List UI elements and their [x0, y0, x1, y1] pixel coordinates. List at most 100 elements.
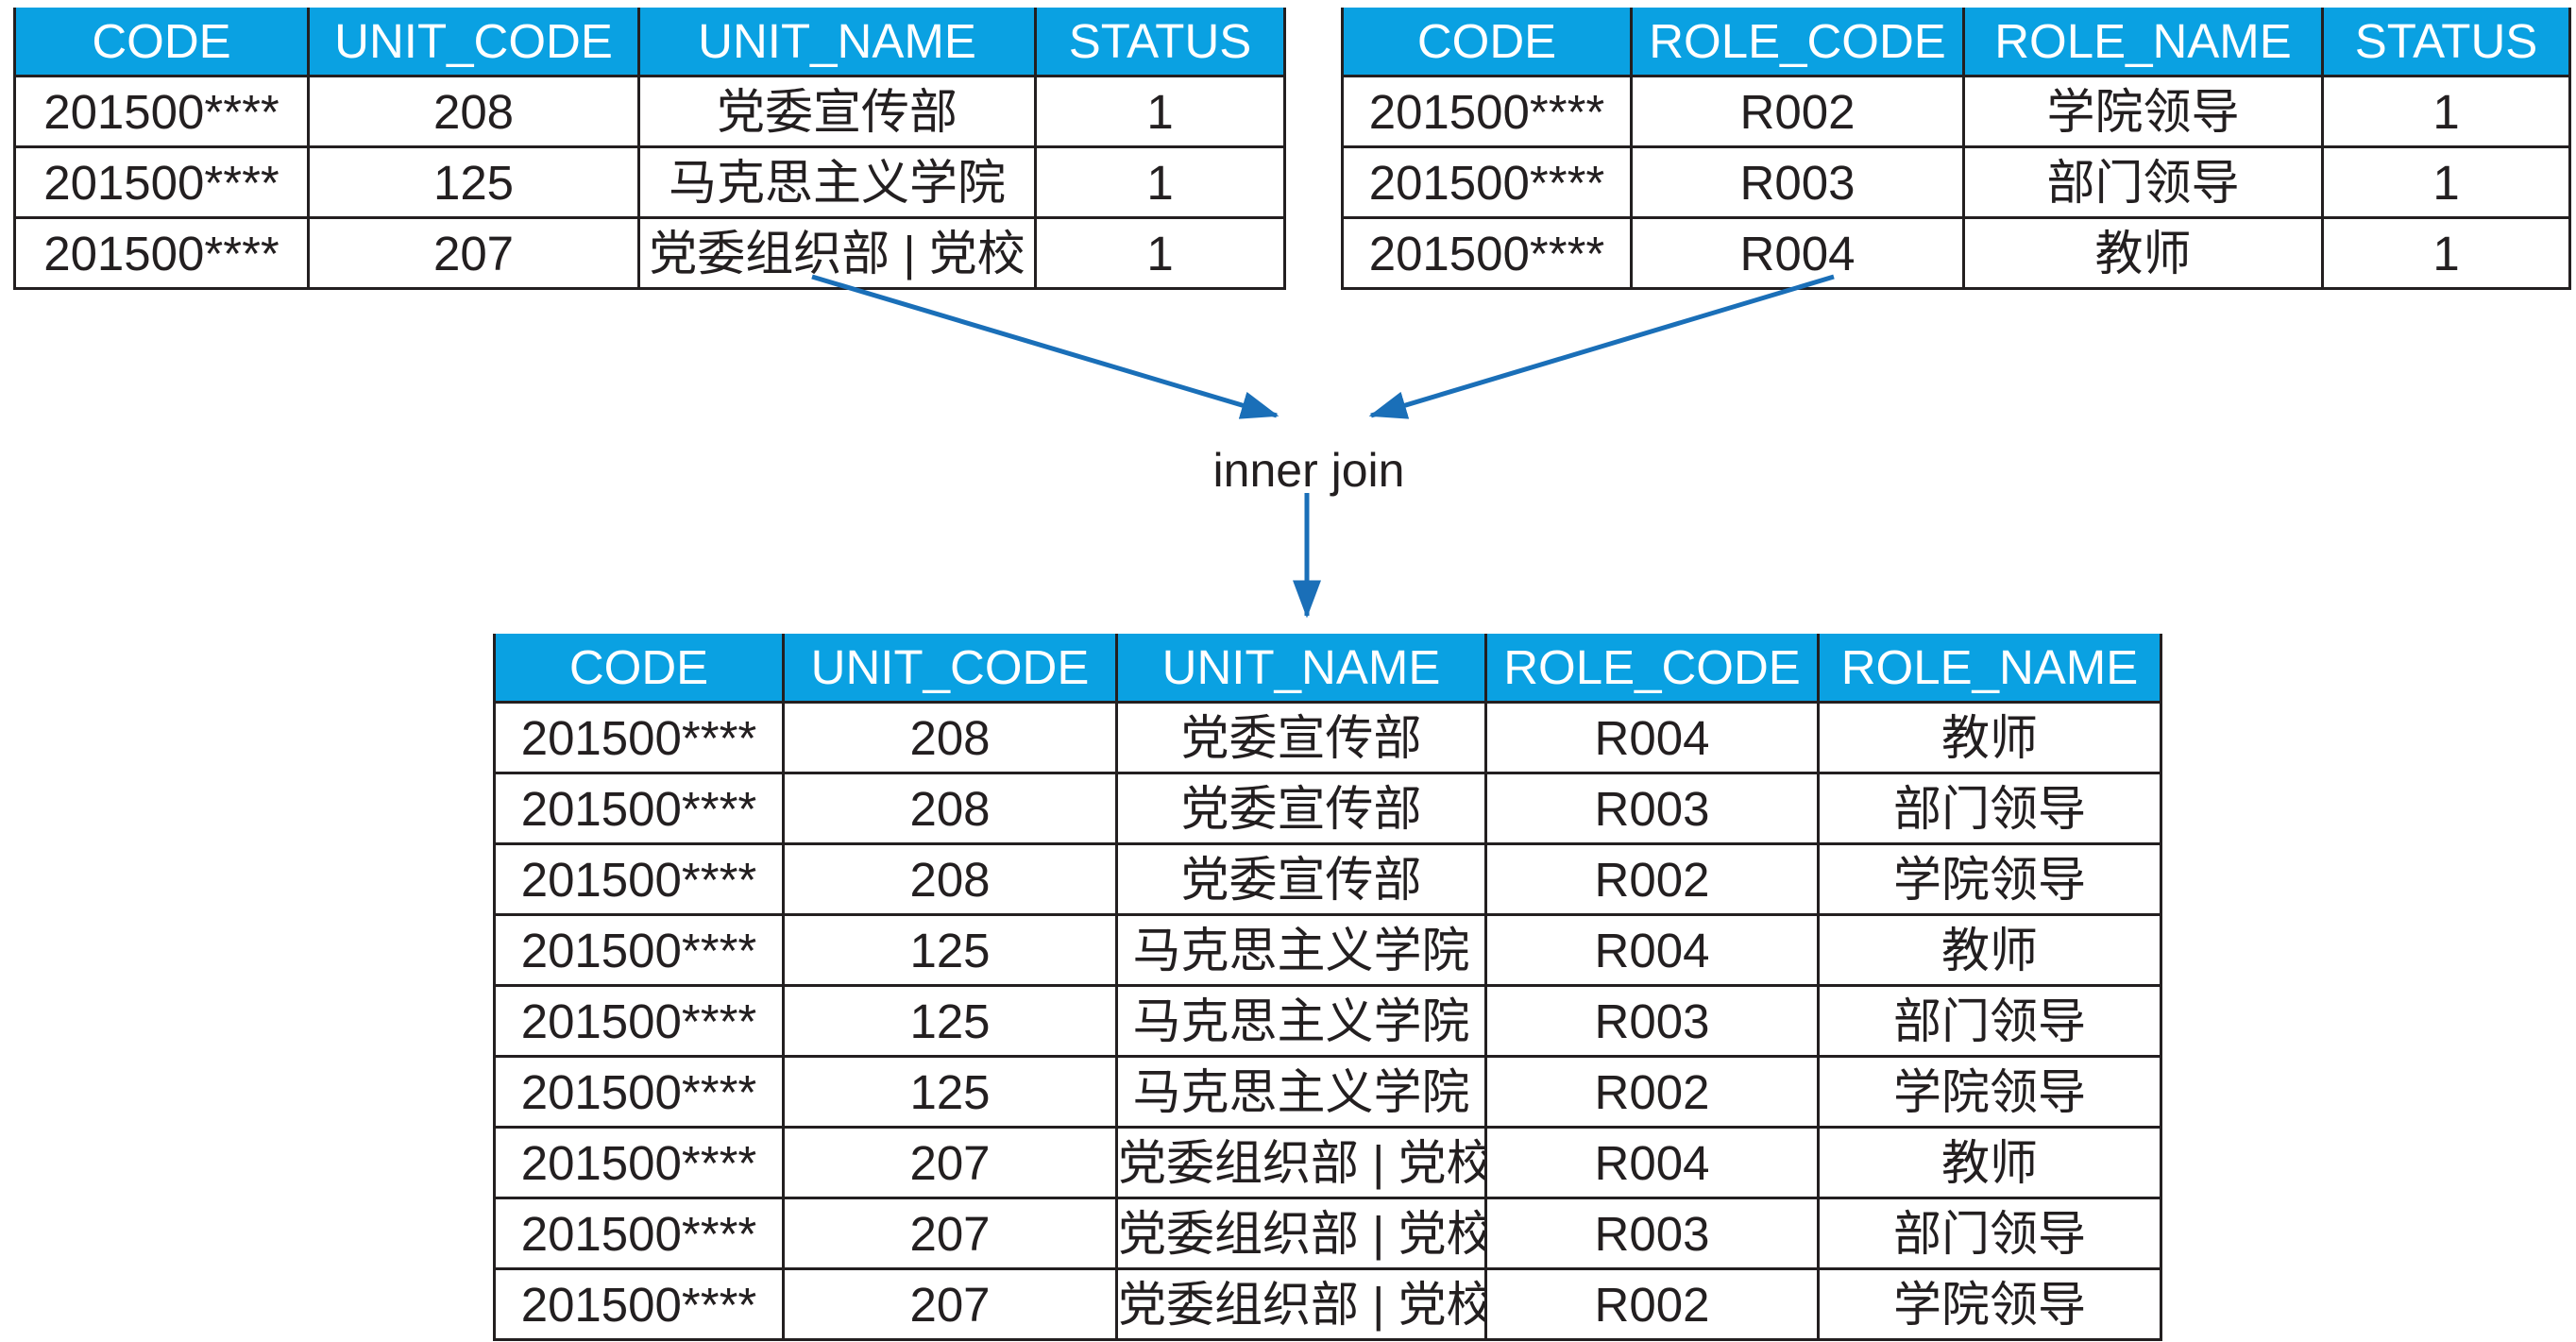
cell-code: 201500**** — [493, 1197, 785, 1270]
cell-code: 201500**** — [493, 842, 785, 916]
table-row: 201500**** 207 党委组织部 | 党校 R003 部门领导 — [493, 1197, 2162, 1270]
cell-code: 201500**** — [1341, 75, 1633, 148]
cell-unit-code: 125 — [782, 1055, 1118, 1129]
table-row: 201500**** 208 党委宣传部 R004 教师 — [493, 701, 2162, 774]
cell-unit-name: 党委宣传部 — [637, 75, 1037, 148]
column-header: CODE — [1341, 8, 1633, 76]
table-row: 201500**** 207 党委组织部 | 党校 R004 教师 — [493, 1126, 2162, 1199]
cell-role-code: R004 — [1484, 913, 1820, 987]
cell-role-code: R002 — [1484, 1267, 1820, 1341]
table-row: 201500**** 208 党委宣传部 R003 部门领导 — [493, 772, 2162, 845]
table-header-row: CODE UNIT_CODE UNIT_NAME ROLE_CODE ROLE_… — [493, 634, 2162, 703]
cell-unit-name: 党委宣传部 — [1115, 701, 1487, 774]
cell-role-name: 部门领导 — [1817, 1197, 2162, 1270]
cell-status: 1 — [2321, 145, 2571, 219]
column-header: STATUS — [2321, 8, 2571, 76]
table-row: 201500**** 125 马克思主义学院 R004 教师 — [493, 913, 2162, 987]
cell-unit-code: 208 — [782, 701, 1118, 774]
cell-unit-name: 党委组织部 | 党校 — [1115, 1267, 1487, 1341]
left-to-join-arrow — [811, 274, 1280, 419]
cell-status: 1 — [1034, 75, 1286, 148]
table-header-row: CODE ROLE_CODE ROLE_NAME STATUS — [1341, 8, 2571, 76]
right-to-join-arrow — [1368, 274, 1835, 419]
cell-unit-name: 党委宣传部 — [1115, 772, 1487, 845]
table-row: 201500**** 125 马克思主义学院 1 — [13, 145, 1286, 219]
cell-unit-code: 207 — [782, 1197, 1118, 1270]
cell-role-code: R002 — [1630, 75, 1965, 148]
cell-role-code: R004 — [1630, 216, 1965, 290]
cell-role-code: R002 — [1484, 842, 1820, 916]
table-row: 201500**** 125 马克思主义学院 R002 学院领导 — [493, 1055, 2162, 1129]
cell-status: 1 — [2321, 216, 2571, 290]
cell-unit-code: 125 — [307, 145, 640, 219]
table-row: 201500**** 125 马克思主义学院 R003 部门领导 — [493, 984, 2162, 1058]
cell-unit-code: 207 — [782, 1267, 1118, 1341]
cell-status: 1 — [1034, 145, 1286, 219]
result-table: CODE UNIT_CODE UNIT_NAME ROLE_CODE ROLE_… — [493, 634, 2162, 1341]
cell-role-name: 教师 — [1817, 913, 2162, 987]
column-header: ROLE_CODE — [1484, 634, 1820, 703]
cell-code: 201500**** — [13, 216, 310, 290]
cell-code: 201500**** — [13, 145, 310, 219]
cell-code: 201500**** — [493, 984, 785, 1058]
column-header: CODE — [13, 8, 310, 76]
column-header: UNIT_NAME — [637, 8, 1037, 76]
table-row: 201500**** R003 部门领导 1 — [1341, 145, 2571, 219]
unit-table: CODE UNIT_CODE UNIT_NAME STATUS 201500**… — [13, 8, 1286, 290]
cell-code: 201500**** — [493, 1055, 785, 1129]
column-header: ROLE_NAME — [1817, 634, 2162, 703]
table-header-row: CODE UNIT_CODE UNIT_NAME STATUS — [13, 8, 1286, 76]
cell-role-name: 学院领导 — [1817, 1267, 2162, 1341]
table-row: 201500**** R002 学院领导 1 — [1341, 75, 2571, 148]
cell-code: 201500**** — [1341, 216, 1633, 290]
cell-unit-code: 125 — [782, 984, 1118, 1058]
cell-unit-name: 马克思主义学院 — [1115, 913, 1487, 987]
role-table: CODE ROLE_CODE ROLE_NAME STATUS 201500**… — [1341, 8, 2571, 290]
column-header: UNIT_CODE — [307, 8, 640, 76]
cell-code: 201500**** — [1341, 145, 1633, 219]
cell-role-code: R004 — [1484, 1126, 1820, 1199]
cell-unit-name: 党委宣传部 — [1115, 842, 1487, 916]
column-header: UNIT_CODE — [782, 634, 1118, 703]
cell-role-name: 学院领导 — [1817, 1055, 2162, 1129]
column-header: UNIT_NAME — [1115, 634, 1487, 703]
cell-role-code: R003 — [1484, 772, 1820, 845]
cell-unit-name: 党委组织部 | 党校 — [637, 216, 1037, 290]
cell-role-code: R002 — [1484, 1055, 1820, 1129]
cell-role-name: 教师 — [1817, 701, 2162, 774]
cell-unit-code: 208 — [782, 842, 1118, 916]
cell-role-name: 学院领导 — [1817, 842, 2162, 916]
cell-status: 1 — [2321, 75, 2571, 148]
cell-code: 201500**** — [493, 701, 785, 774]
inner-join-label: inner join — [1212, 444, 1405, 497]
cell-role-code: R003 — [1484, 984, 1820, 1058]
cell-unit-code: 208 — [307, 75, 640, 148]
table-row: 201500**** 208 党委宣传部 1 — [13, 75, 1286, 148]
cell-unit-name: 马克思主义学院 — [637, 145, 1037, 219]
cell-role-name: 部门领导 — [1817, 772, 2162, 845]
cell-role-code: R003 — [1484, 1197, 1820, 1270]
cell-unit-code: 125 — [782, 913, 1118, 987]
cell-unit-name: 马克思主义学院 — [1115, 1055, 1487, 1129]
cell-code: 201500**** — [493, 772, 785, 845]
table-row: 201500**** 207 党委组织部 | 党校 R002 学院领导 — [493, 1267, 2162, 1341]
cell-unit-code: 207 — [307, 216, 640, 290]
cell-code: 201500**** — [13, 75, 310, 148]
cell-role-name: 部门领导 — [1962, 145, 2324, 219]
column-header: CODE — [493, 634, 785, 703]
cell-unit-name: 党委组织部 | 党校 — [1115, 1197, 1487, 1270]
table-row: 201500**** 207 党委组织部 | 党校 1 — [13, 216, 1286, 290]
cell-code: 201500**** — [493, 1126, 785, 1199]
column-header: STATUS — [1034, 8, 1286, 76]
table-row: 201500**** 208 党委宣传部 R002 学院领导 — [493, 842, 2162, 916]
cell-role-name: 学院领导 — [1962, 75, 2324, 148]
cell-role-code: R004 — [1484, 701, 1820, 774]
column-header: ROLE_CODE — [1630, 8, 1965, 76]
cell-unit-code: 207 — [782, 1126, 1118, 1199]
cell-code: 201500**** — [493, 913, 785, 987]
cell-role-code: R003 — [1630, 145, 1965, 219]
cell-unit-name: 党委组织部 | 党校 — [1115, 1126, 1487, 1199]
cell-status: 1 — [1034, 216, 1286, 290]
cell-unit-name: 马克思主义学院 — [1115, 984, 1487, 1058]
cell-role-name: 部门领导 — [1817, 984, 2162, 1058]
